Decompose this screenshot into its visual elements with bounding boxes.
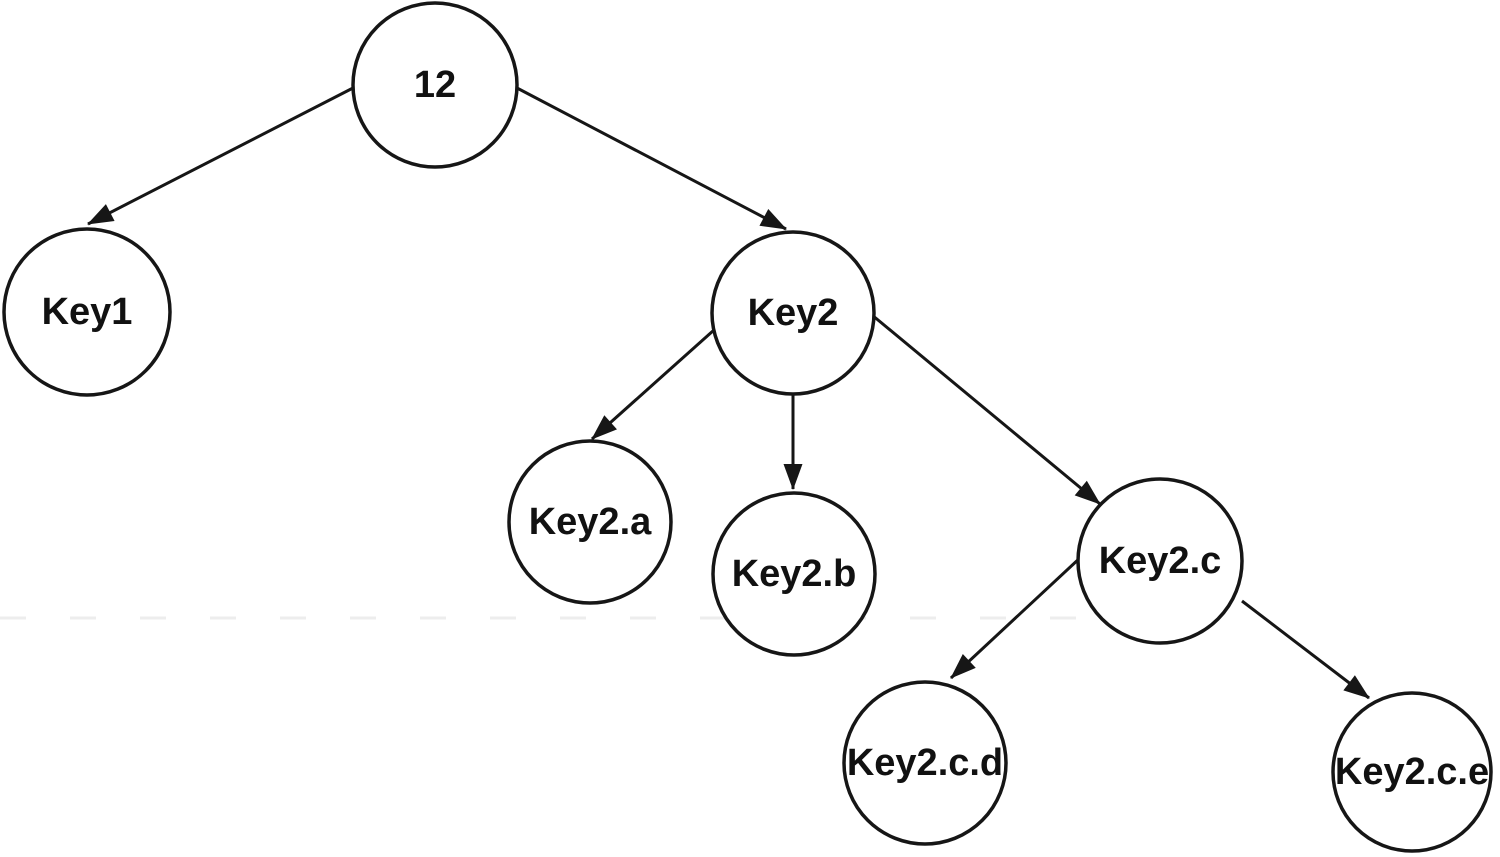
node-circle-key2a bbox=[507, 439, 673, 605]
tree-node-key2a: Key2.a bbox=[507, 439, 673, 605]
node-label-key1: Key1 bbox=[42, 291, 133, 333]
tree-node-key2cd: Key2.c.d bbox=[842, 680, 1008, 846]
tree-node-key2c: Key2.c bbox=[1076, 477, 1244, 645]
tree-node-key2b: Key2.b bbox=[711, 491, 877, 657]
node-label-key2b: Key2.b bbox=[732, 553, 857, 595]
node-circle-key2cd bbox=[842, 680, 1008, 846]
node-circle-key2b bbox=[711, 491, 877, 657]
node-label-key2ce: Key2.c.e bbox=[1335, 751, 1489, 793]
edge-root-to-key2 bbox=[516, 86, 787, 231]
node-label-key2: Key2 bbox=[748, 292, 839, 334]
node-label-key2a: Key2.a bbox=[529, 501, 652, 543]
node-label-root: 12 bbox=[414, 64, 456, 106]
tree-node-key1: Key1 bbox=[2, 227, 172, 397]
node-circle-key2ce bbox=[1331, 691, 1493, 853]
edge-key2-to-key2c bbox=[871, 313, 1101, 506]
tree-node-key2: Key2 bbox=[710, 230, 876, 396]
node-circle-key2 bbox=[710, 230, 876, 396]
node-circle-key2c bbox=[1076, 477, 1244, 645]
tree-node-root: 12 bbox=[351, 1, 519, 169]
edge-root-to-key1 bbox=[87, 86, 354, 226]
edge-key2c-to-key2cd bbox=[949, 555, 1083, 680]
tree-node-key2ce: Key2.c.e bbox=[1331, 691, 1493, 853]
edge-key2-to-key2a bbox=[591, 328, 715, 441]
node-label-key2c: Key2.c bbox=[1099, 540, 1222, 582]
node-circle-key1 bbox=[2, 227, 172, 397]
node-label-key2cd: Key2.c.d bbox=[847, 742, 1003, 784]
edge-key2c-to-key2ce bbox=[1241, 599, 1370, 700]
edges-layer bbox=[87, 86, 1370, 700]
node-circle-root bbox=[351, 1, 519, 169]
